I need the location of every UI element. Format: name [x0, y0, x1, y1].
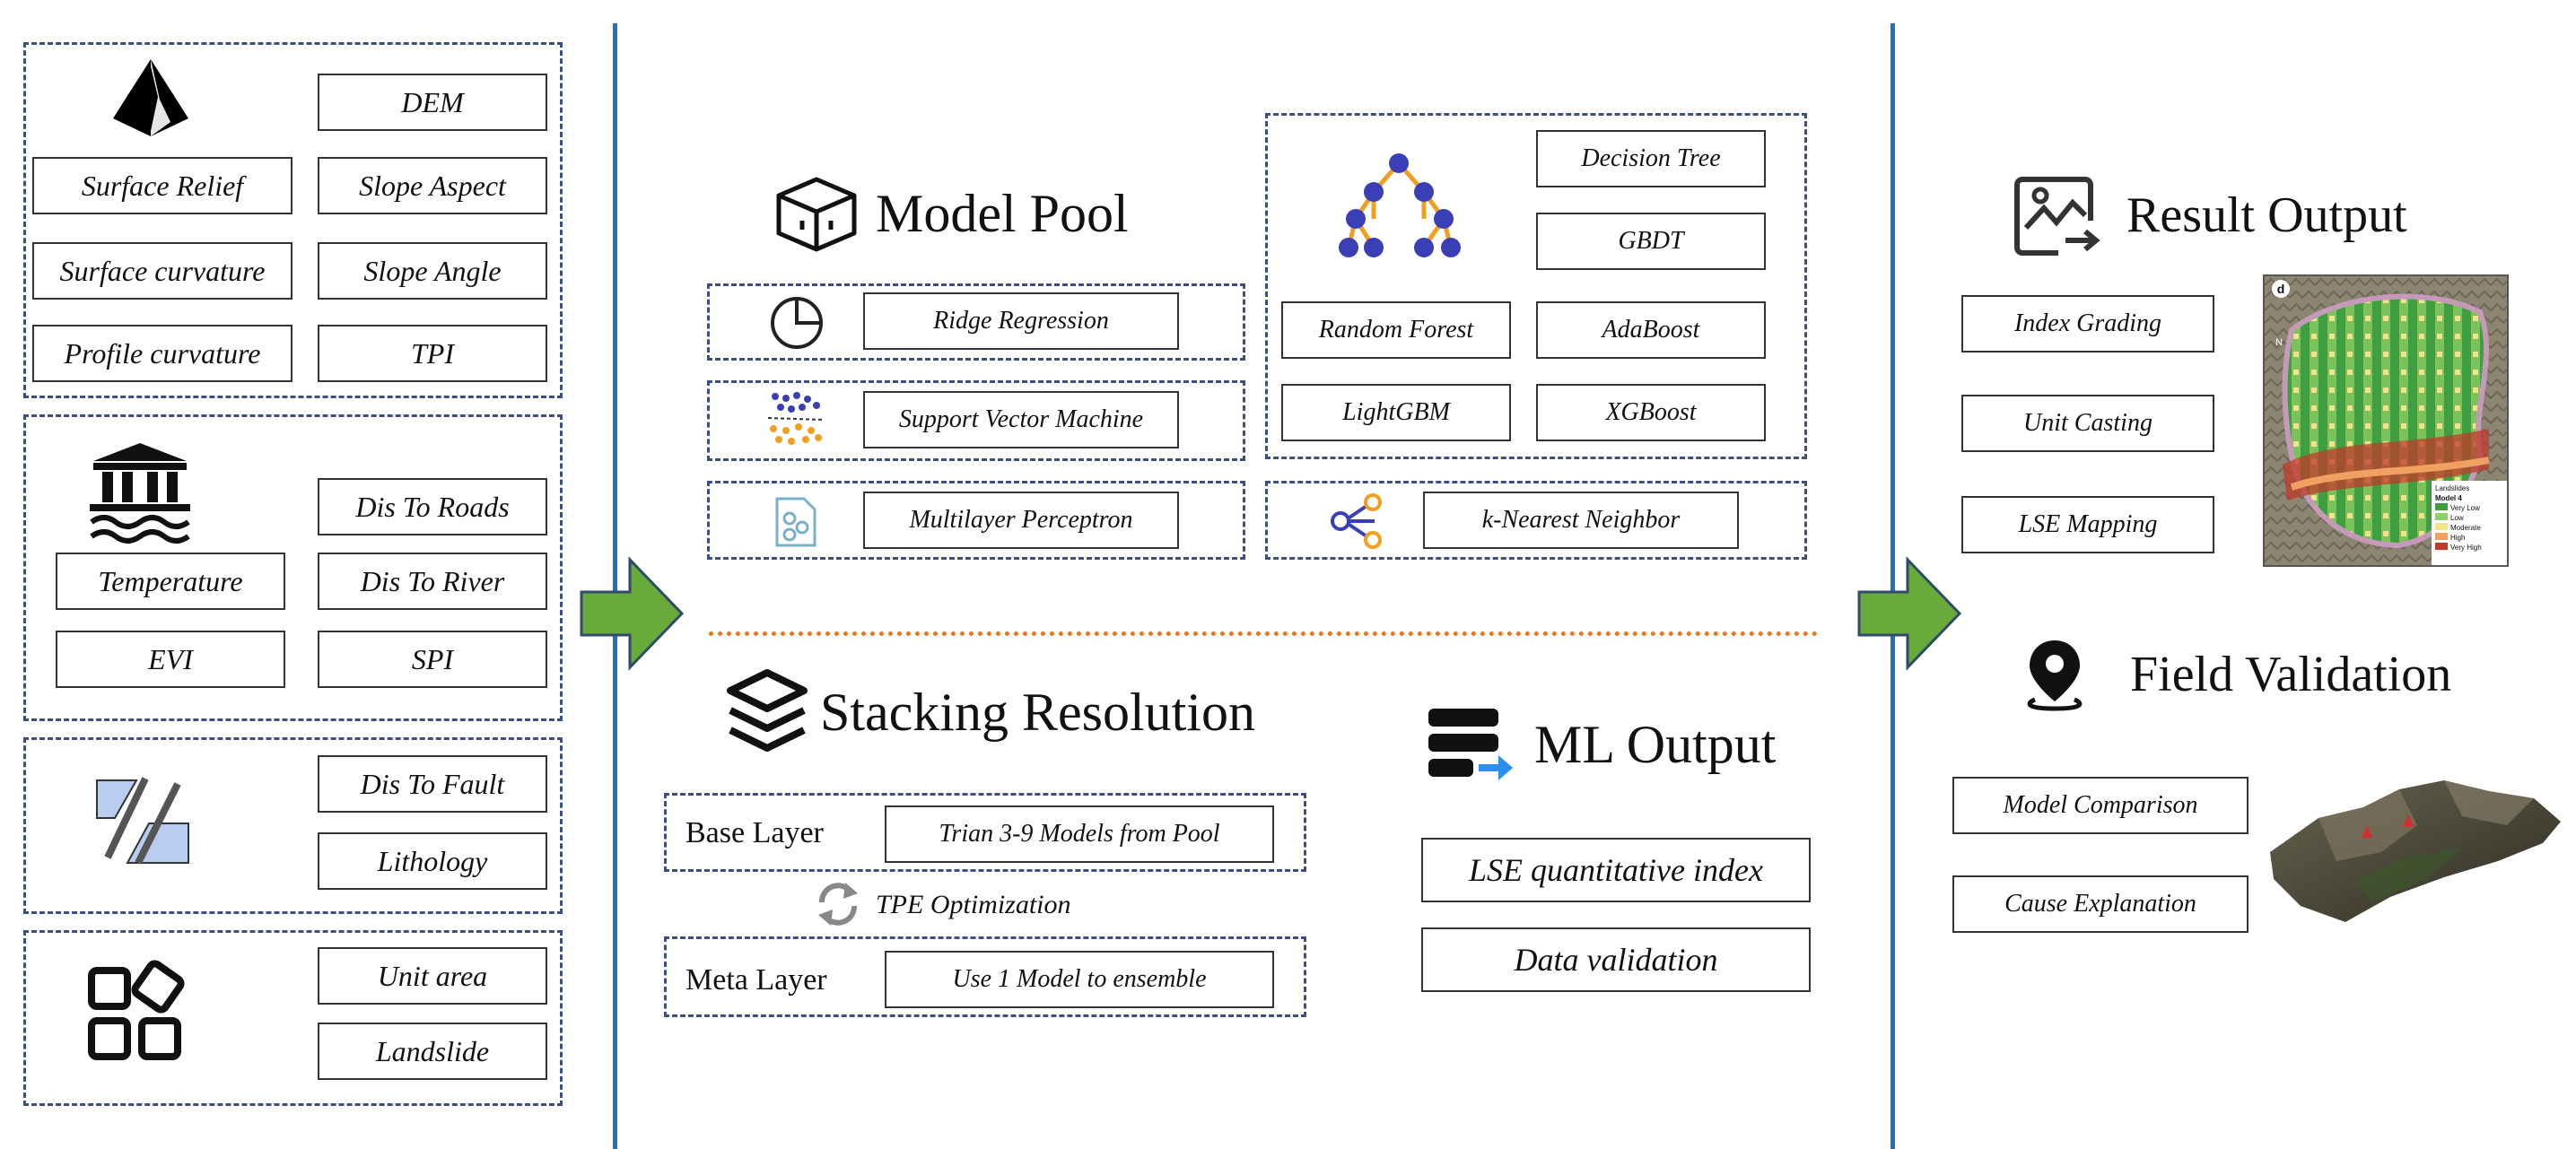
factor-group-geology: [23, 737, 563, 914]
model-lightgbm: LightGBM: [1281, 384, 1511, 441]
factor-landslide: Landslide: [318, 1023, 547, 1080]
flow-arrow-right: [1857, 556, 1962, 671]
ml-output-data-validation: Data validation: [1421, 927, 1811, 992]
factor-spi: SPI: [318, 631, 547, 688]
model-svm-group: [707, 380, 1245, 461]
map-legend: Landslides Model 4 Very Low Low Moderate…: [2432, 481, 2507, 565]
model-adaboost: AdaBoost: [1536, 301, 1766, 359]
share-icon: [1331, 493, 1382, 549]
blocks-icon: [88, 960, 185, 1060]
factor-dis-fault: Dis To Fault: [318, 755, 547, 813]
model-random-forest: Random Forest: [1281, 301, 1511, 359]
model-knn: k-Nearest Neighbor: [1423, 492, 1739, 549]
image-arrow-icon: [2014, 177, 2100, 256]
factor-dem: DEM: [318, 74, 547, 131]
location-pin-icon: [2027, 640, 2083, 711]
map-panel-letter: d: [2272, 280, 2290, 298]
meta-layer-group: [664, 936, 1306, 1017]
meta-layer-label: Meta Layer: [685, 963, 827, 997]
result-unit-casting: Unit Casting: [1961, 395, 2214, 452]
list-arrow-icon: [1428, 709, 1513, 780]
terrain-icon: [113, 59, 188, 136]
factor-lithology: Lithology: [318, 832, 547, 890]
box-icon: [776, 177, 857, 252]
network-doc-icon: [775, 497, 816, 547]
model-pool-title: Model Pool: [876, 184, 1129, 243]
map-north-arrow: N: [2275, 337, 2283, 348]
factor-group-terrain: [23, 42, 563, 398]
field-cause-explanation: Cause Explanation: [1952, 875, 2249, 933]
result-index-grading: Index Grading: [1961, 295, 2214, 353]
factor-surface-curvature: Surface curvature: [32, 242, 293, 300]
ml-output-lse-index: LSE quantitative index: [1421, 838, 1811, 902]
base-layer-label: Base Layer: [685, 816, 824, 849]
model-svm: Support Vector Machine: [863, 391, 1179, 448]
factor-slope-aspect: Slope Aspect: [318, 157, 547, 214]
fault-icon: [96, 777, 189, 865]
legend-class-2: Moderate: [2435, 523, 2505, 533]
stacking-title: Stacking Resolution: [820, 683, 1255, 742]
factor-surface-relief: Surface Relief: [32, 157, 293, 214]
bank-water-icon: [90, 443, 190, 544]
scatter-icon: [767, 392, 825, 445]
legend-class-3: High: [2435, 533, 2505, 543]
model-ridge-group: [707, 283, 1245, 361]
factor-group-environment: [23, 414, 563, 721]
model-ridge: Ridge Regression: [863, 292, 1179, 350]
model-xgboost: XGBoost: [1536, 384, 1766, 441]
legend-class-0: Very Low: [2435, 503, 2505, 513]
model-tree-group: [1265, 113, 1807, 459]
model-decision-tree: Decision Tree: [1536, 130, 1766, 187]
section-separator: [709, 631, 1818, 636]
legend-model-label: Model 4: [2435, 494, 2462, 502]
legend-class-1: Low: [2435, 513, 2505, 523]
field-model-comparison: Model Comparison: [1952, 777, 2249, 834]
model-mlp: Multilayer Perceptron: [863, 492, 1179, 549]
ml-output-title: ML Output: [1534, 715, 1777, 774]
legend-class-4: Very High: [2435, 543, 2505, 553]
lse-map-image: d N Landslides Model 4 Very Low Low Mode…: [2263, 274, 2509, 567]
factor-slope-angle: Slope Angle: [318, 242, 547, 300]
factor-temperature: Temperature: [56, 553, 285, 610]
factor-group-inventory: [23, 930, 563, 1106]
base-layer-group: [664, 793, 1306, 872]
model-gbdt: GBDT: [1536, 213, 1766, 270]
field-validation-title: Field Validation: [2130, 647, 2452, 702]
left-divider: [613, 23, 617, 1149]
factor-evi: EVI: [56, 631, 285, 688]
factor-tpi: TPI: [318, 325, 547, 382]
flow-arrow-left: [580, 556, 685, 671]
pie-chart-icon: [771, 297, 823, 349]
right-divider: [1891, 23, 1895, 1149]
model-knn-group: [1265, 481, 1807, 560]
base-layer-text: Trian 3-9 Models from Pool: [885, 805, 1274, 863]
meta-layer-text: Use 1 Model to ensemble: [885, 951, 1274, 1008]
tree-icon: [1339, 153, 1461, 257]
factor-profile-curvature: Profile curvature: [32, 325, 293, 382]
factor-unit-area: Unit area: [318, 947, 547, 1005]
model-mlp-group: [707, 481, 1245, 560]
result-output-title: Result Output: [2126, 187, 2407, 243]
layers-icon: [727, 669, 808, 752]
terrain-3d-image: [2270, 780, 2561, 922]
factor-dis-river: Dis To River: [318, 553, 547, 610]
refresh-icon: [818, 883, 858, 926]
factor-dis-roads: Dis To Roads: [318, 478, 547, 535]
legend-points-label: Landslides: [2435, 484, 2470, 492]
tpe-optimization-label: TPE Optimization: [876, 890, 1071, 919]
result-lse-mapping: LSE Mapping: [1961, 496, 2214, 553]
